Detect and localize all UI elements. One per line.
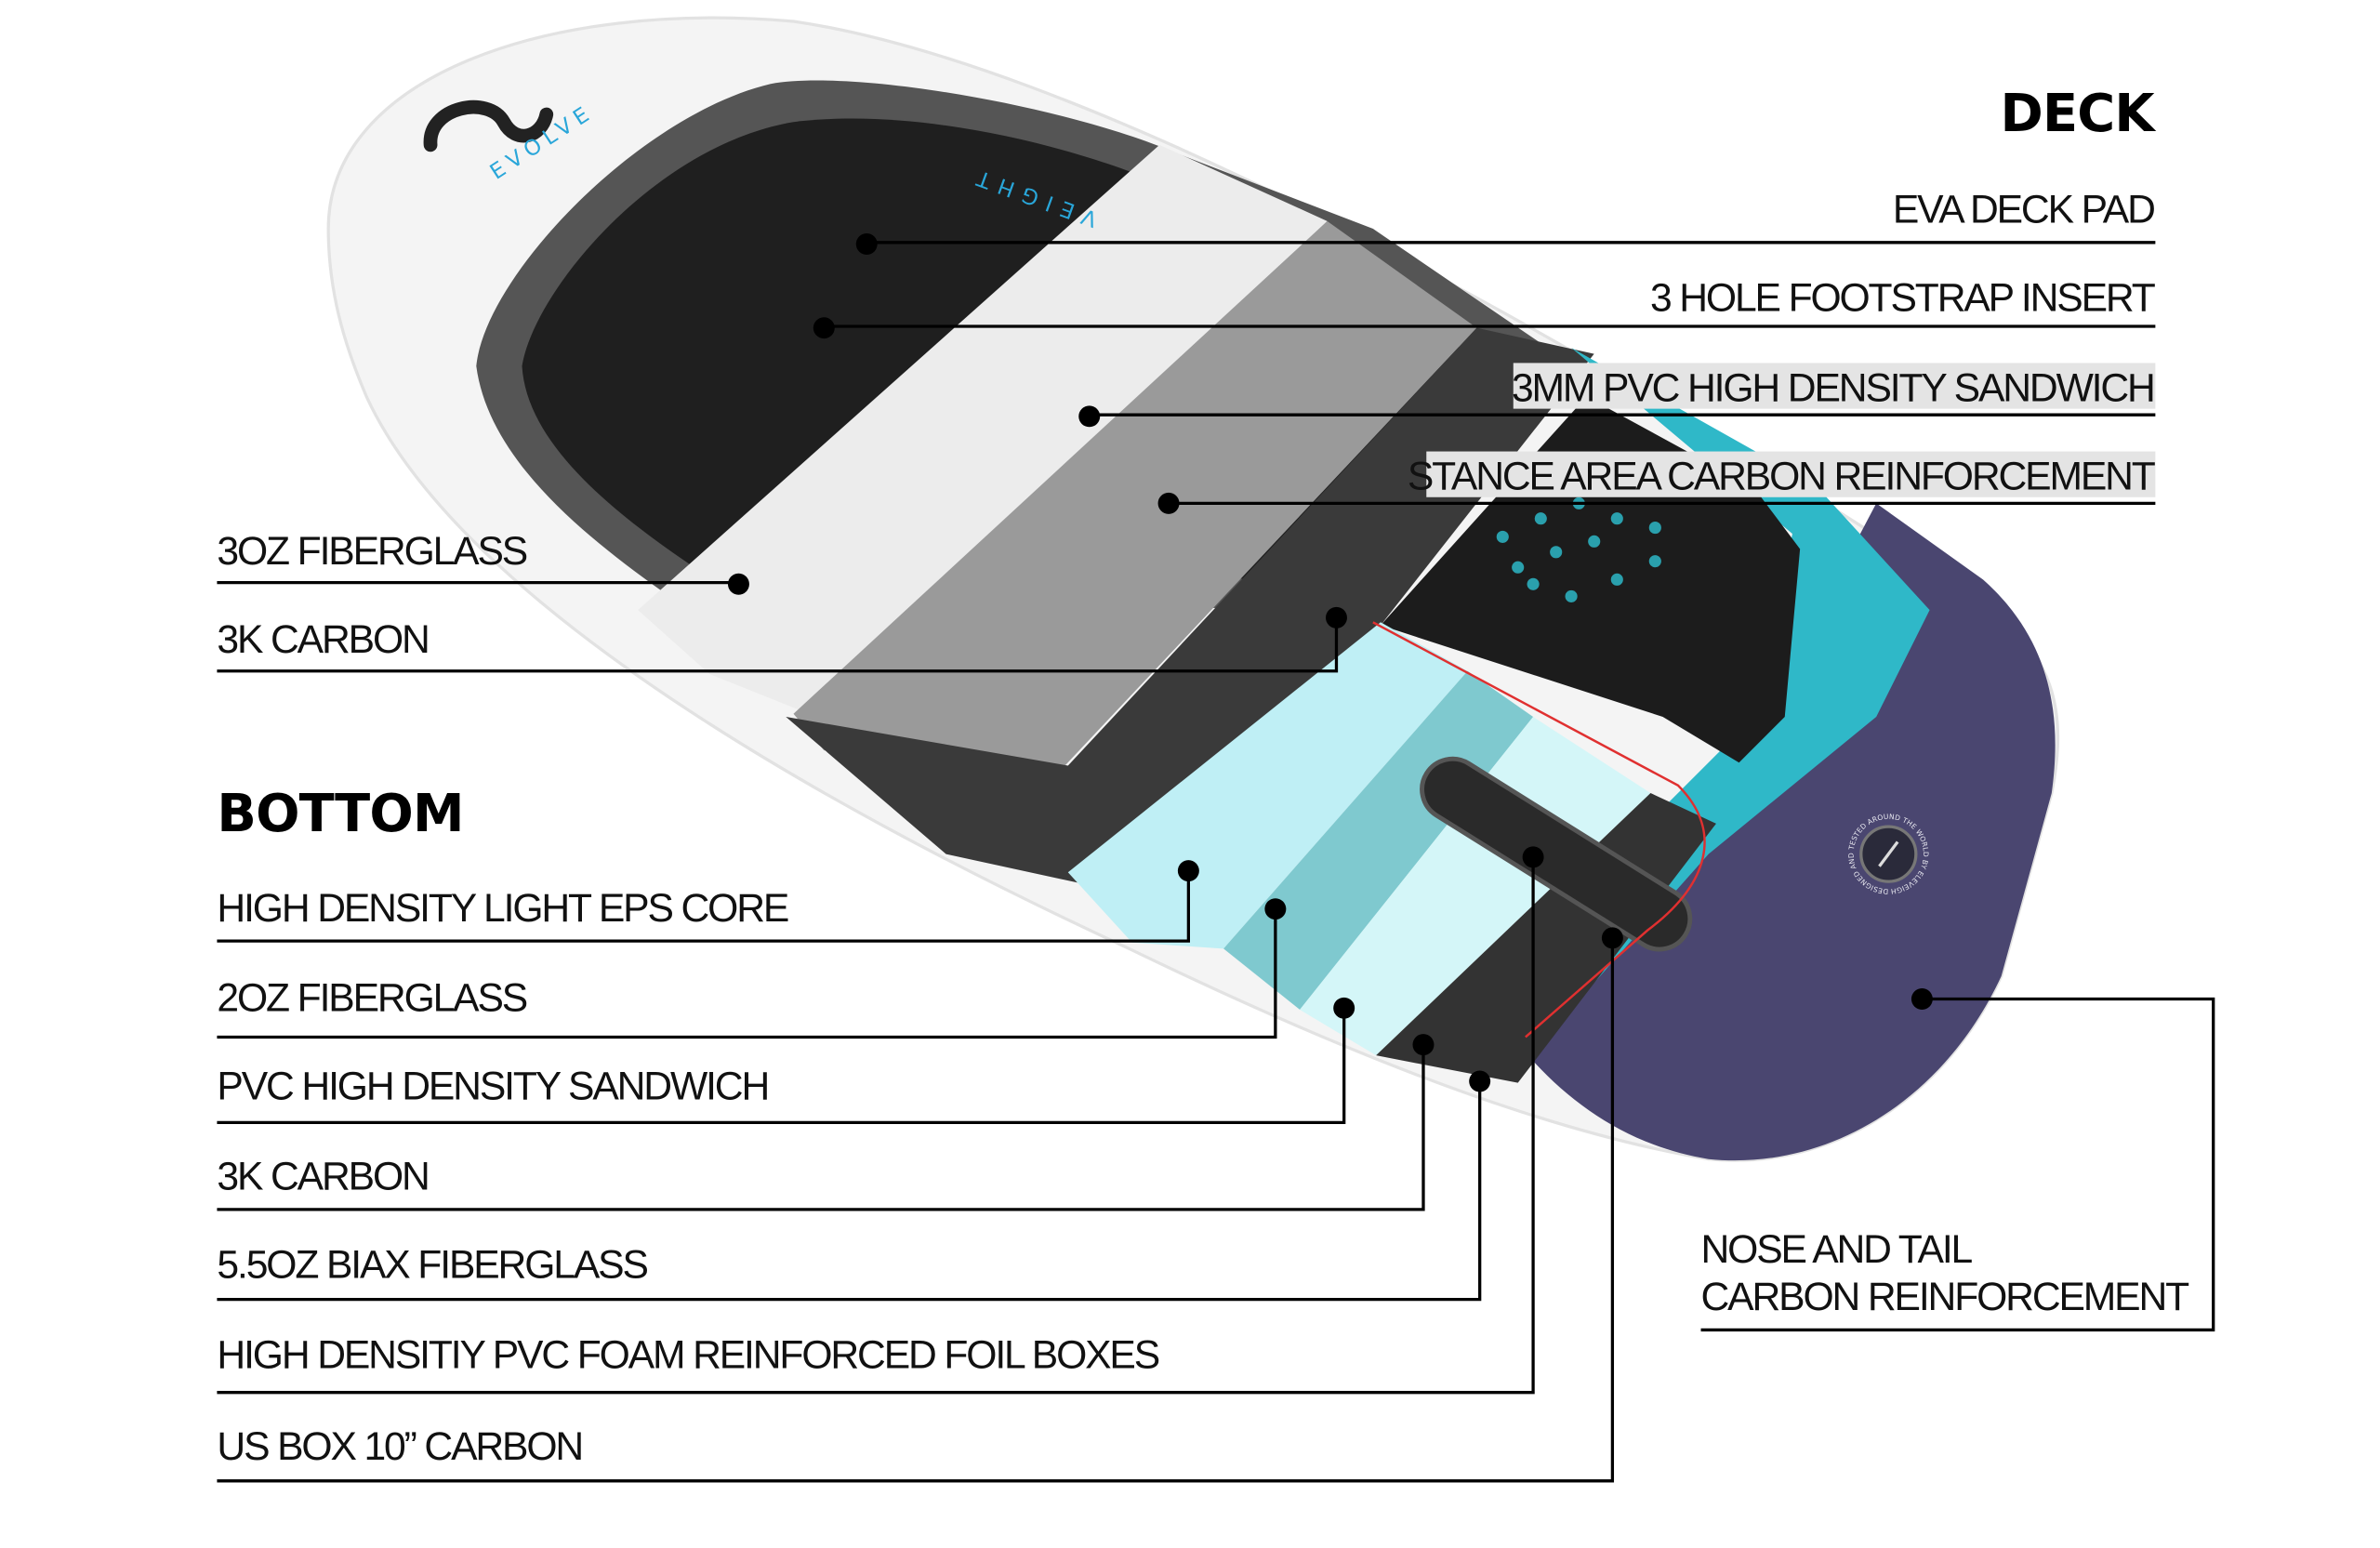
deck-title: DECK	[2000, 84, 2156, 144]
red-edge-line	[1372, 621, 1706, 1039]
label-stance-carbon: STANCE AREA CARBON REINFORCEMENT	[1408, 455, 2156, 499]
logo-mark-icon	[423, 99, 554, 152]
label-eps-core: HIGH DENSITY LIGHT EPS CORE	[217, 886, 787, 931]
label-foil-boxes: HIGH DENSITIY PVC FOAM REINFORCED FOIL B…	[217, 1332, 1158, 1377]
label-eva-deck-pad: EVA DECK PAD	[1893, 187, 2154, 232]
label-biax-fiberglass: 5.5OZ BIAX FIBERGLASS	[217, 1243, 647, 1288]
label-pvc-sandwich: PVC HIGH DENSITY SANDWICH	[217, 1065, 768, 1109]
leader-lines	[217, 241, 2215, 1483]
fiberglass-2oz-layer	[1223, 670, 1534, 1010]
bottom-title: BOTTOM	[217, 784, 463, 844]
foil-box	[1420, 756, 1693, 952]
label-3mm-pvc: 3MM PVC HIGH DENSITY SANDWICH	[1512, 365, 2154, 410]
stance-carbon-layer	[793, 220, 1477, 766]
badge-mark	[1878, 840, 1899, 867]
label-nose-tail-line2: CARBON REINFORCEMENT	[1701, 1275, 2190, 1319]
eps-core-layer	[1067, 622, 1468, 949]
label-us-box: US BOX 10” CARBON	[217, 1424, 582, 1469]
pvc-sandwich-layer	[1300, 716, 1651, 1056]
label-highlight	[1513, 363, 2156, 409]
label-2oz-fiberglass: 2OZ FIBERGLASS	[217, 976, 526, 1021]
label-bottom-3k-carbon: 3K CARBON	[217, 1155, 428, 1199]
carbon-3k-layer	[786, 327, 1594, 885]
tail-pad-dots	[1496, 496, 1661, 602]
fiberglass-3oz-layer	[638, 144, 1328, 714]
label-deck-3k-carbon: 3K CARBON	[217, 617, 428, 662]
label-footstrap-insert: 3 HOLE FOOTSTRAP INSERT	[1650, 276, 2156, 321]
label-highlight	[1426, 451, 2156, 497]
callout-dots	[727, 232, 1933, 1092]
label-3oz-fiberglass: 3OZ FIBERGLASS	[217, 529, 526, 574]
label-nose-tail-line1: NOSE AND TAIL	[1701, 1227, 1973, 1272]
